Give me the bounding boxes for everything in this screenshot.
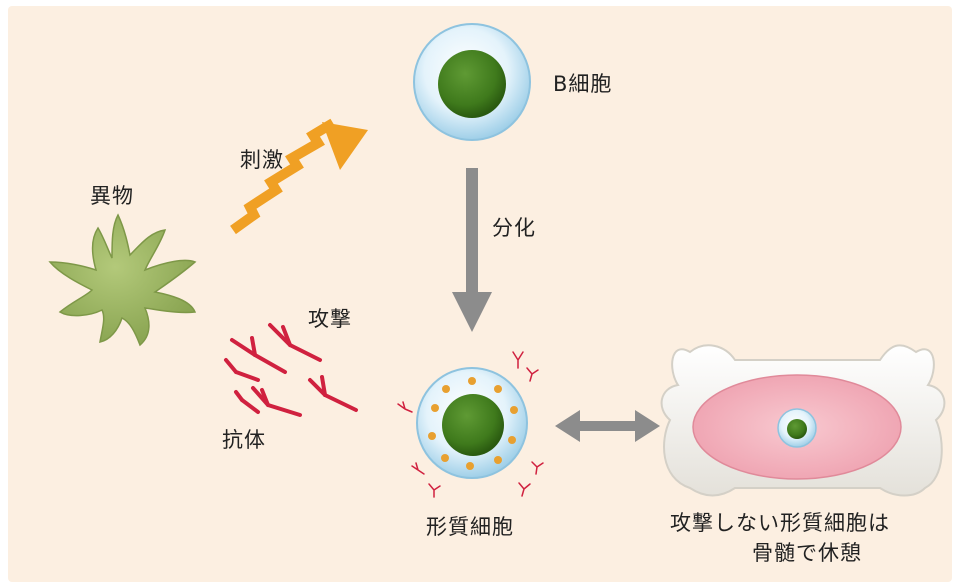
label-differentiation: 分化	[492, 216, 536, 240]
label-resting-line-2: 骨髄で休憩	[752, 541, 862, 565]
label-b-cell: B細胞	[553, 72, 613, 96]
differentiation-arrow	[452, 168, 492, 332]
bidirectional-arrow	[555, 410, 660, 442]
antibody-5	[251, 386, 302, 417]
plasma-granules	[428, 377, 518, 470]
antibody-3	[224, 358, 260, 382]
antibody-1	[268, 323, 322, 362]
free-antibodies	[224, 323, 358, 417]
label-antibody: 抗体	[222, 428, 266, 452]
antibody-2	[230, 336, 287, 374]
bone	[660, 344, 946, 497]
antibody-6	[234, 390, 260, 414]
label-plasma-cell: 形質細胞	[426, 515, 514, 539]
label-resting-line-1: 攻撃しない形質細胞は	[670, 511, 890, 535]
b-cell	[413, 23, 531, 141]
stimulus-arrow	[230, 118, 368, 235]
plasma-cell	[397, 351, 544, 498]
resting-plasma-cell	[777, 408, 817, 448]
secreted-antibodies	[397, 351, 544, 498]
label-stimulus: 刺激	[240, 148, 284, 172]
antibody-4	[308, 375, 358, 412]
label-attack: 攻撃	[308, 307, 352, 331]
label-foreign-body: 異物	[90, 184, 134, 208]
foreign-body	[48, 213, 197, 347]
